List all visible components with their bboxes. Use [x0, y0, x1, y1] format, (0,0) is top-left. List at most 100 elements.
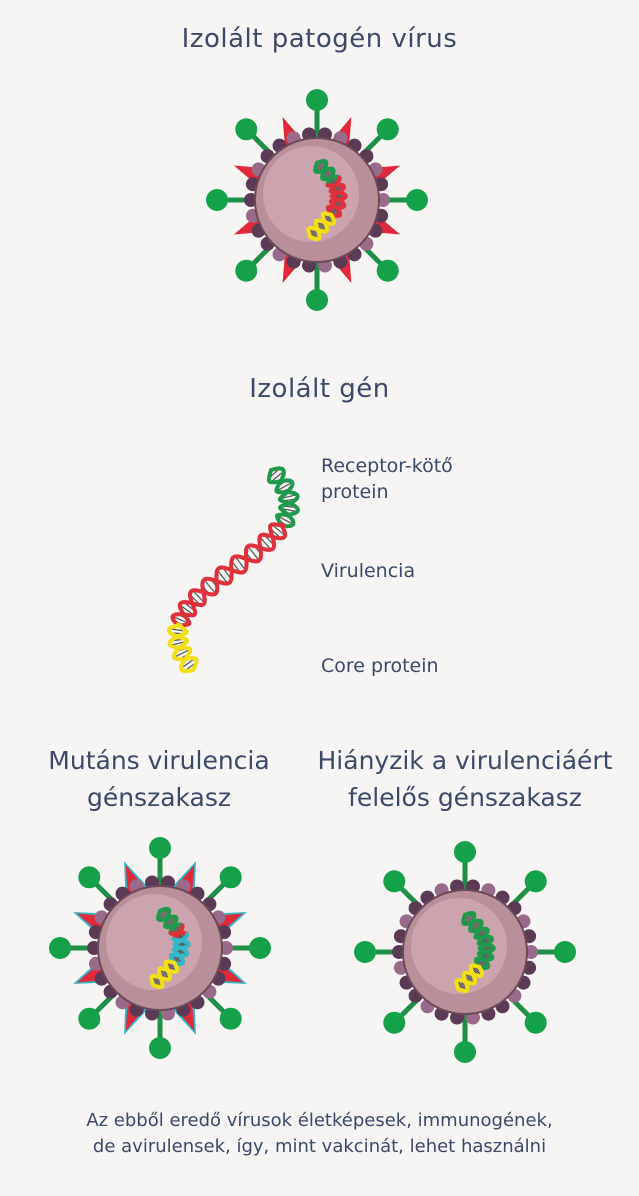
receptor-label-line2: protein	[321, 481, 389, 503]
receptor-label-line1: Receptor-kötő	[321, 455, 453, 477]
helix-strand	[188, 593, 196, 610]
spike-head	[219, 866, 242, 889]
helix-rung	[172, 615, 190, 625]
top-title: Izolált patogén vírus	[181, 24, 458, 54]
helix-strand	[229, 555, 235, 572]
mutant-title-line2: génszakasz	[86, 783, 232, 812]
spike-head	[406, 189, 428, 211]
spike-head	[554, 941, 576, 963]
helix-rung	[203, 579, 217, 594]
gene-title: Izolált gén	[249, 374, 390, 404]
helix-strand	[281, 522, 296, 529]
helix-rung	[216, 569, 229, 584]
helix-rung	[463, 972, 475, 984]
helix-strand	[267, 478, 280, 485]
receptor-label: Receptor-kötő protein	[321, 453, 453, 505]
helix-rung	[151, 976, 163, 987]
footer-line2: de avirulensek, így, mint vakcinát, lehe…	[92, 1136, 547, 1157]
helix-strand	[191, 657, 199, 672]
mutant-title-line1: Mutáns virulencia	[48, 746, 270, 775]
inner-genome-helix	[149, 907, 191, 989]
missing-title-line1: Hiányzik a virulenciáért	[317, 746, 613, 775]
gene-deleted-virus-illustration	[354, 841, 576, 1063]
helix-strand	[252, 543, 270, 552]
helix-rung	[470, 965, 483, 976]
helix-strand	[268, 522, 274, 535]
helix-rung	[308, 228, 320, 239]
footer-note: Az ebből eredő vírusok életképesek, immu…	[0, 1108, 639, 1160]
helix-rung	[165, 961, 178, 972]
spike-head	[235, 259, 258, 282]
inner-genome-helix	[454, 911, 496, 993]
virulence-label: Virulencia	[321, 560, 416, 582]
helix-strand	[149, 977, 156, 988]
spike-head	[249, 937, 271, 959]
helix-rung	[470, 920, 482, 932]
pathogen-virus-illustration	[206, 89, 428, 311]
spike-head	[78, 866, 101, 889]
inner-genome-helix	[306, 159, 348, 241]
helix-strand	[275, 533, 287, 541]
helix-rung	[456, 980, 468, 991]
helix-rung	[173, 648, 191, 658]
helix-strand	[200, 576, 209, 588]
helix-strand	[214, 565, 222, 580]
mutant-virus-illustration	[49, 837, 271, 1059]
helix-strand	[244, 546, 249, 565]
helix-rung	[158, 909, 170, 920]
spike-head	[454, 1041, 476, 1063]
spike-head	[376, 118, 399, 141]
helix-strand	[170, 614, 180, 627]
spike-head	[524, 870, 547, 893]
helix-rung	[165, 916, 177, 928]
helix-strand	[306, 229, 313, 240]
helix-rung	[158, 968, 170, 980]
helix-rung	[315, 161, 327, 172]
helix-strand	[274, 513, 283, 527]
helix-strand	[217, 580, 233, 586]
helix-rung	[276, 481, 293, 492]
spike-head	[235, 118, 258, 141]
helix-rung	[463, 913, 475, 924]
gene-helix	[166, 466, 300, 674]
helix-rung	[192, 590, 205, 604]
spike-head	[376, 259, 399, 282]
helix-strand	[454, 981, 461, 992]
footer-line1: Az ebből eredő vírusok életképesek, immu…	[86, 1110, 553, 1131]
helix-strand	[181, 649, 193, 664]
helix-strand	[170, 644, 188, 650]
spike-head	[354, 941, 376, 963]
spike-head	[454, 841, 476, 863]
helix-rung	[247, 545, 260, 561]
missing-title: Hiányzik a virulenciáért felelős génszak…	[300, 742, 630, 816]
spike-head	[149, 837, 171, 859]
mutant-title: Mutáns virulencia génszakasz	[14, 742, 304, 816]
helix-rung	[276, 515, 294, 525]
spike-head	[383, 870, 406, 893]
spike-head	[306, 289, 328, 311]
helix-strand	[178, 621, 192, 628]
helix-strand	[194, 588, 212, 596]
spike-head	[149, 1037, 171, 1059]
helix-rung	[315, 220, 327, 232]
helix-strand	[214, 575, 220, 594]
spike-head	[306, 89, 328, 111]
spike-head	[49, 937, 71, 959]
helix-strand	[280, 467, 286, 481]
helix-rung	[322, 168, 334, 180]
spike-head	[206, 189, 228, 211]
core-label: Core protein	[321, 655, 439, 677]
helix-rung	[259, 536, 272, 551]
green-spikes	[49, 837, 271, 1059]
spike-head	[524, 1011, 547, 1034]
spike-head	[383, 1011, 406, 1034]
helix-strand	[180, 668, 196, 674]
isolated-gene-helix	[166, 466, 300, 674]
spike-head	[219, 1007, 242, 1030]
helix-strand	[283, 497, 299, 507]
helix-rung	[234, 556, 246, 571]
helix-rung	[322, 213, 335, 224]
spike-head	[78, 1007, 101, 1030]
helix-strand	[229, 568, 246, 575]
missing-title-line2: felelős génszakasz	[348, 783, 582, 812]
